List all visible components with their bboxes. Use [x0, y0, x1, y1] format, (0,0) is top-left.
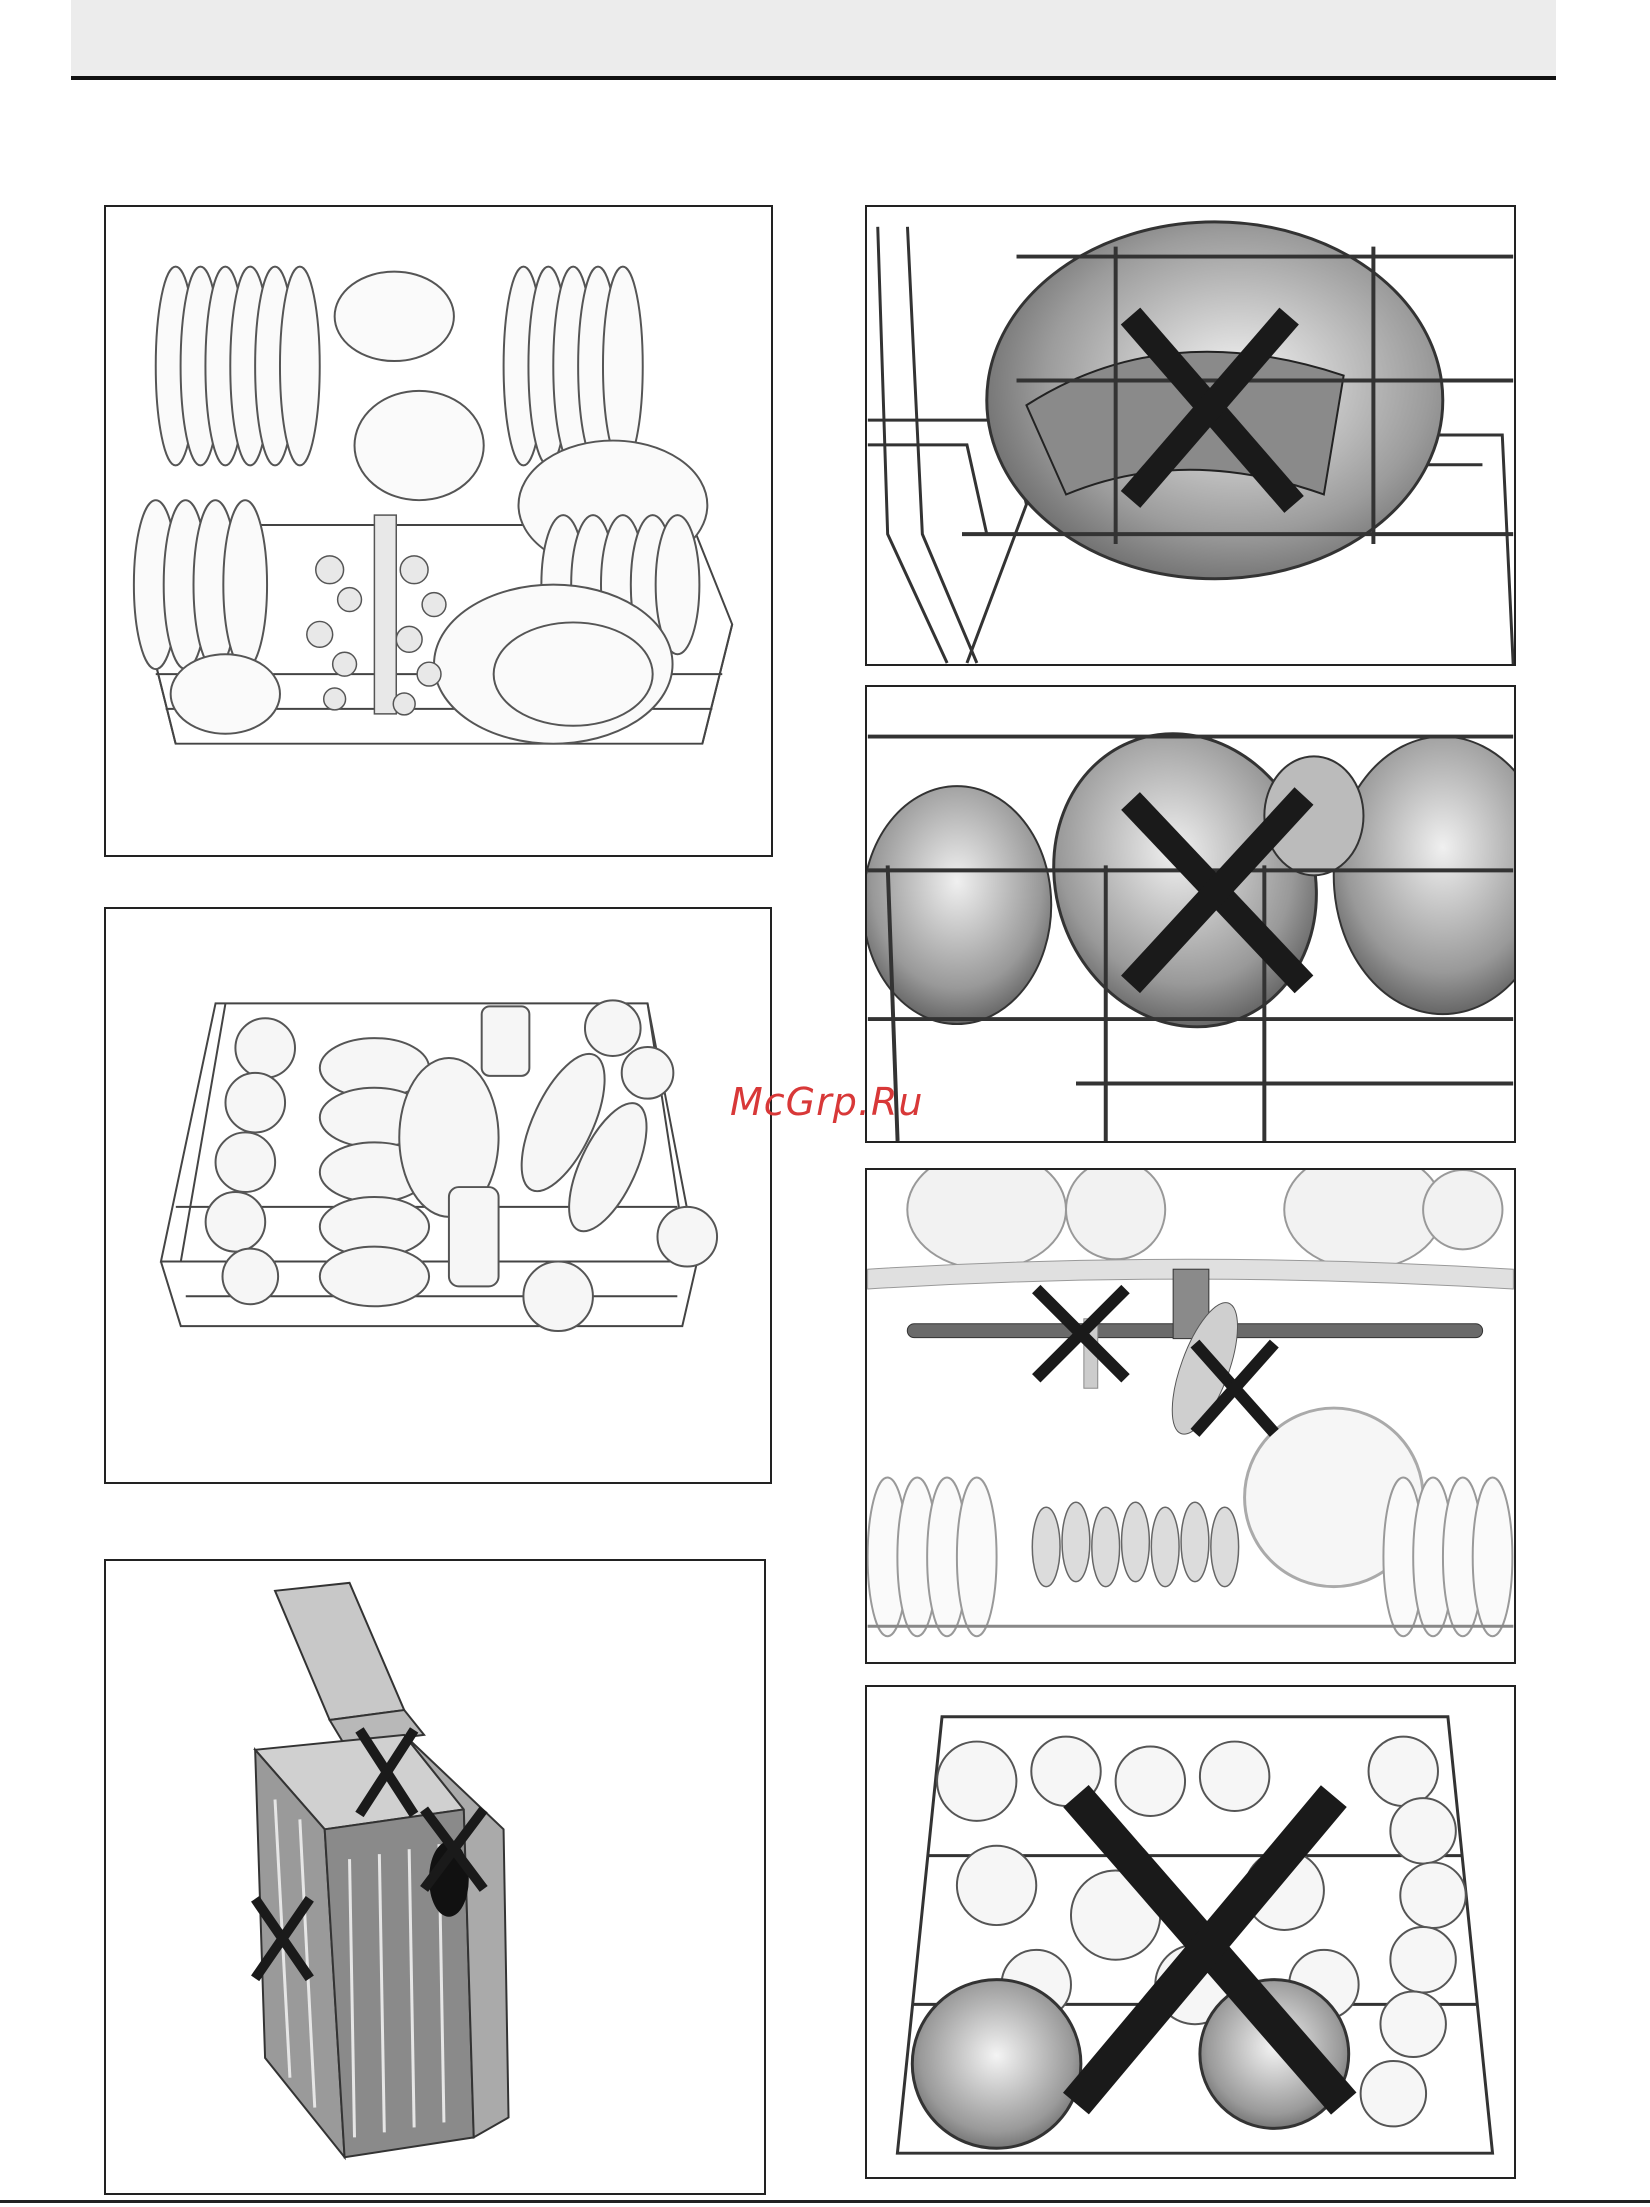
figure-spray-arm-blocked [865, 1168, 1516, 1664]
figure-overloaded-rack [865, 1685, 1516, 2179]
spray-arm-blocked-illustration [867, 1170, 1514, 1662]
figure-cutlery-basket [104, 1559, 766, 2195]
figure-bowl-tilted [865, 685, 1516, 1143]
figure-lower-rack-loaded [104, 205, 773, 857]
large-bowl-blocking-illustration [867, 207, 1514, 664]
figure-upper-rack-loaded [104, 907, 772, 1484]
figure-large-bowl-blocking [865, 205, 1516, 666]
page-header-bar [71, 0, 1556, 80]
cutlery-basket-illustration [106, 1561, 764, 2193]
overloaded-rack-illustration [867, 1687, 1514, 2177]
upper-rack-loaded-illustration [106, 207, 771, 855]
upper-rack-cups-illustration [106, 909, 770, 1482]
bowl-tilted-illustration [867, 687, 1514, 1141]
page-bottom-rule [0, 2200, 1650, 2203]
watermark-text: McGrp.Ru [730, 1080, 923, 1124]
